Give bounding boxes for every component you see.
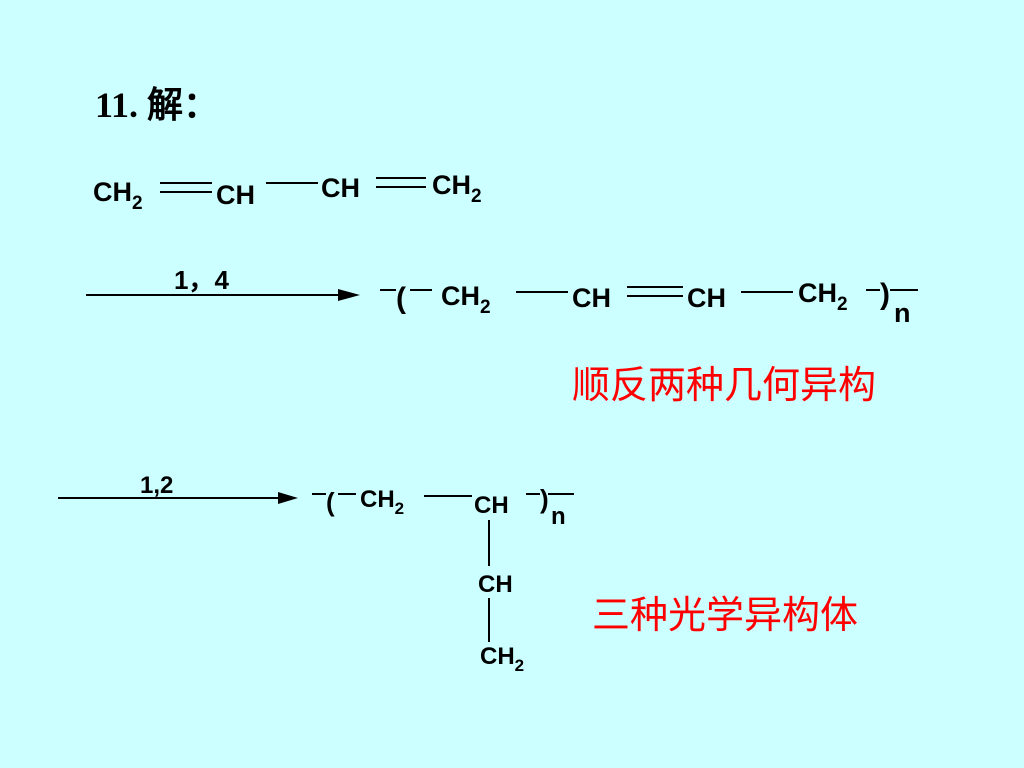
reaction-1-2: 1,2 ( CH2 CH ) n CH CH2 三种光学异构体: [58, 472, 858, 675]
repeat-n: n: [551, 503, 566, 530]
open-paren: (: [396, 282, 406, 315]
close-paren: ): [880, 278, 890, 311]
arrow-label-1-2: 1,2: [140, 472, 173, 499]
close-paren: ): [540, 484, 549, 514]
open-paren: (: [326, 487, 335, 517]
monomer-ch-2: CH: [321, 173, 360, 203]
polymer-ch-a: CH: [572, 283, 611, 313]
monomer-structure: CH2 CH CH CH2: [93, 170, 482, 214]
polymer-ch2-b: CH2: [798, 278, 848, 315]
reaction-arrow-head: [338, 289, 360, 301]
side-chain-ch2: CH2: [480, 643, 524, 675]
monomer-ch2-left: CH2: [93, 177, 143, 214]
reaction-arrow-head: [278, 492, 298, 504]
reaction-1-4: 1，4 ( CH2 CH CH CH2 ) n 顺反两种几何异构: [86, 265, 918, 407]
polymer-ch2-a: CH2: [441, 281, 491, 318]
side-chain-ch: CH: [478, 571, 513, 598]
arrow-label-1-4: 1，4: [174, 265, 229, 295]
slide-title: 11. 解：: [95, 85, 219, 125]
polymer-ch-main: CH: [474, 492, 509, 519]
repeat-n: n: [894, 298, 911, 328]
note-optical-isomers: 三种光学异构体: [592, 593, 858, 637]
monomer-ch-1: CH: [216, 180, 255, 210]
monomer-ch2-right: CH2: [432, 170, 482, 207]
polymer-ch2-main: CH2: [360, 486, 404, 518]
note-geometric-isomers: 顺反两种几何异构: [572, 363, 876, 407]
polymer-ch-b: CH: [687, 283, 726, 313]
